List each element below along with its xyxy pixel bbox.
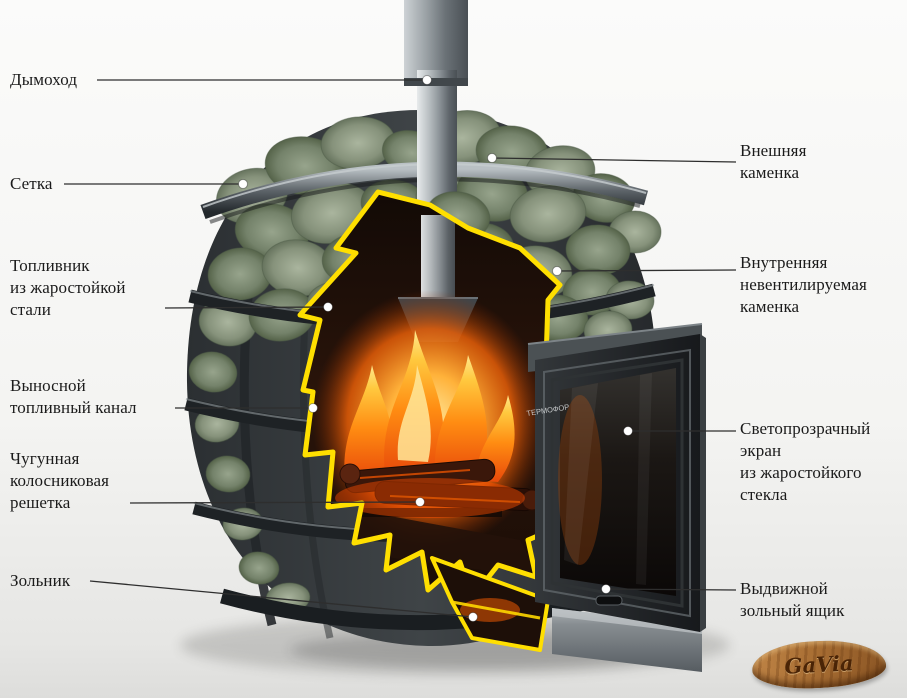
watermark-logo: GaVia: [750, 637, 888, 692]
label-firebox: Топливник из жаростойкой стали: [10, 256, 126, 319]
label-fuel-channel: Выносной топливный канал: [10, 376, 137, 417]
label-mesh: Сетка: [10, 174, 53, 193]
label-glass-screen: Светопрозрачный экран из жаростойкого ст…: [740, 419, 871, 504]
door-handle: [595, 595, 623, 606]
glass-screen-pane: [560, 368, 676, 596]
cutaway-interior: [297, 189, 563, 601]
firebox-door: ТЕРМОФОР: [526, 323, 706, 632]
leader-lines: [64, 79, 737, 618]
label-ash-drawer: Выдвижной зольный ящик: [740, 579, 845, 620]
label-inner-heater: Внутренняя невентилируемая каменка: [740, 253, 867, 316]
label-grate: Чугунная колосниковая решетка: [10, 449, 110, 512]
callout-dots: [238, 75, 633, 622]
label-ash-pan: Зольник: [10, 571, 71, 590]
watermark-logo-text: GaVia: [783, 650, 855, 679]
label-chimney: Дымоход: [10, 70, 78, 89]
label-outer-heater: Внешняя каменка: [740, 141, 807, 182]
